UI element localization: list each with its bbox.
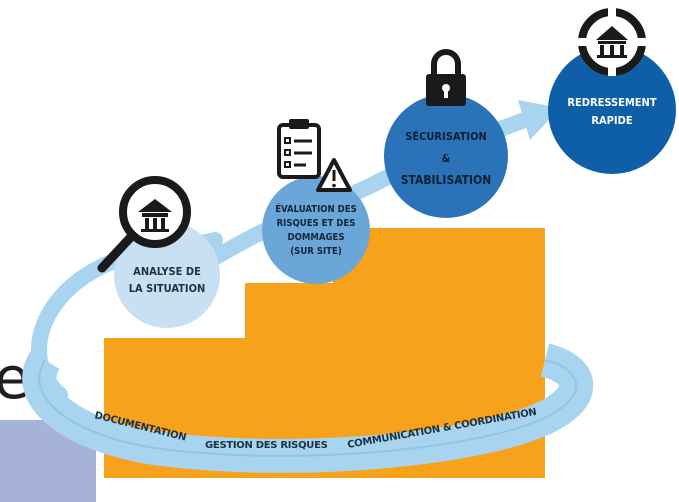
clipboard-warning-icon	[277, 119, 352, 192]
stage-analysis-line1: ANALYSE DE	[133, 265, 201, 278]
stage-securing-line2: &	[442, 152, 451, 165]
stage-circle-securing	[384, 94, 508, 218]
stage-analysis-line2: LA SITUATION	[129, 282, 206, 295]
band-label-risk-management: GESTION DES RISQUES	[205, 440, 328, 451]
padlock-icon	[426, 49, 466, 106]
stage-securing-line1: SÉCURISATION	[405, 130, 487, 143]
heritage-cycle-icon	[578, 8, 646, 76]
stage-evaluation-line2: RISQUES ET DES	[277, 218, 356, 229]
stage-circle-analysis	[114, 222, 220, 328]
stage-circle-recovery	[548, 46, 676, 174]
spiral-band-front-edge	[38, 359, 578, 457]
stage-recovery-line1: REDRESSEMENT	[567, 96, 656, 109]
stage-circle-evaluation	[262, 176, 370, 284]
stage-recovery-line2: RAPIDE	[591, 114, 632, 127]
stairs-block	[104, 228, 545, 478]
stage-evaluation-line1: ÉVALUATION DES	[275, 203, 357, 215]
stage-evaluation-line3: DOMMAGES	[288, 232, 345, 243]
stage-securing-line3: STABILISATION	[401, 173, 492, 187]
magnifier-icon	[97, 176, 191, 273]
stage-evaluation-line4: (SUR SITE)	[290, 246, 342, 257]
